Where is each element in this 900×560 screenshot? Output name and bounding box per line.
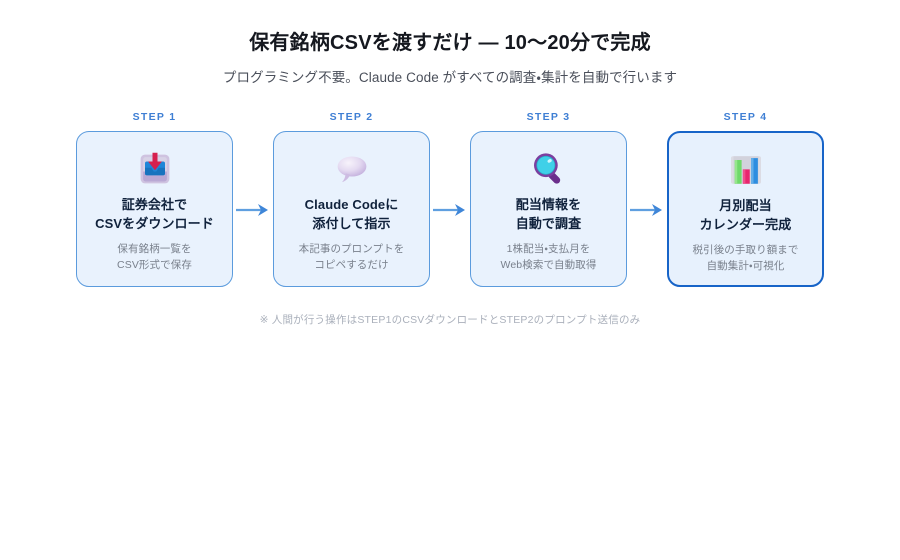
speech-balloon-icon bbox=[337, 156, 366, 183]
step-label-4: STEP 4 bbox=[723, 110, 768, 123]
step-title-2: Claude Codeに 添付して指示 bbox=[304, 197, 399, 231]
step-desc-1: 保有銘柄一覧を CSV形式で保存 bbox=[117, 243, 192, 271]
page-title: 保有銘柄CSVを渡すだけ ― 10〜20分で完成 bbox=[249, 32, 651, 54]
header: 保有銘柄CSVを渡すだけ ― 10〜20分で完成 プログラミング不要。Claud… bbox=[0, 0, 900, 88]
step-flow: STEP 1 証券会社で CSVをダウンロード 保有銘柄一覧を CSV形式で保存 bbox=[0, 112, 900, 288]
step-title-3: 配当情報を 自動で調査 bbox=[515, 197, 582, 231]
step-column-4: STEP 4 月別配当 カレンダー完成 税引後の手取り額まで 自動集計・可視化 bbox=[667, 112, 824, 288]
arrow-1-to-2 bbox=[233, 132, 273, 288]
step-label-3: STEP 3 bbox=[526, 110, 571, 123]
step-column-1: STEP 1 証券会社で CSVをダウンロード 保有銘柄一覧を CSV形式で保存 bbox=[76, 112, 233, 288]
step-label-1: STEP 1 bbox=[132, 110, 177, 123]
magnifying-glass-icon bbox=[533, 153, 560, 185]
page-subtitle: プログラミング不要。Claude Code がすべての調査・集計を自動で行います bbox=[222, 70, 678, 85]
step-column-2: STEP 2 Claude Codeに 添付して指示 本記事のプロンプトを コピ… bbox=[273, 112, 430, 288]
step-label-2: STEP 2 bbox=[329, 110, 374, 123]
step-title-4: 月別配当 カレンダー完成 bbox=[699, 198, 792, 232]
step-title-1: 証券会社で CSVをダウンロード bbox=[95, 197, 214, 231]
step-column-3: STEP 3 配当情報を 自動で調査 1株配当・支払月を Web検索で自動取得 bbox=[470, 112, 627, 288]
step-card-4[interactable]: 月別配当 カレンダー完成 税引後の手取り額まで 自動集計・可視化 bbox=[667, 131, 824, 288]
step-card-1[interactable]: 証券会社で CSVをダウンロード 保有銘柄一覧を CSV形式で保存 bbox=[76, 131, 233, 288]
step-desc-2: 本記事のプロンプトを コピペするだけ bbox=[298, 243, 405, 271]
step-desc-4: 税引後の手取り額まで 自動集計・可視化 bbox=[692, 244, 799, 272]
arrow-right-icon bbox=[630, 203, 662, 216]
arrow-right-icon bbox=[433, 203, 465, 216]
footnote: ※ 人間が行う操作はSTEP1のCSVダウンロードとSTEP2のプロンプト送信の… bbox=[259, 313, 641, 326]
step-card-2[interactable]: Claude Codeに 添付して指示 本記事のプロンプトを コピペするだけ bbox=[273, 131, 430, 288]
arrow-2-to-3 bbox=[430, 132, 470, 288]
step-desc-3: 1株配当・支払月を Web検索で自動取得 bbox=[500, 243, 597, 271]
arrow-right-icon bbox=[236, 203, 268, 216]
arrow-3-to-4 bbox=[627, 132, 667, 288]
bar-chart-icon bbox=[730, 156, 761, 185]
step-card-3[interactable]: 配当情報を 自動で調査 1株配当・支払月を Web検索で自動取得 bbox=[470, 131, 627, 288]
inbox-tray-download-icon bbox=[140, 153, 169, 184]
